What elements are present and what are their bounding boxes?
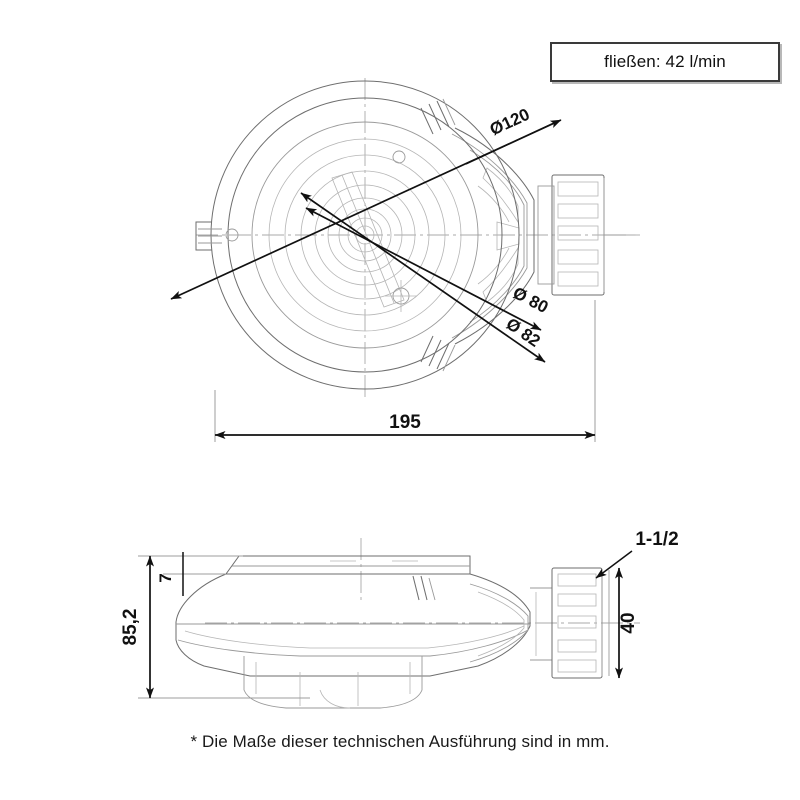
fixing-hole-upper (392, 150, 406, 164)
thread-nut-side (551, 567, 610, 679)
dimension-dia82: Ø 82 (300, 192, 546, 363)
rim-slots-lower (420, 335, 456, 372)
rim-slots-upper (420, 98, 456, 135)
dimension-label-height7: 7 (156, 573, 175, 582)
dimension-label-dia40: 40 (618, 612, 639, 633)
top-view-geometry (195, 78, 640, 400)
dimension-height7: 7 (156, 552, 243, 596)
dimension-height85: 85,2 (120, 555, 310, 699)
trap-body-side (175, 573, 552, 709)
units-footnote: * Die Maße dieser technischen Ausführung… (190, 732, 610, 751)
dimension-label-length195: 195 (389, 412, 421, 433)
flow-rate-callout: fließen: 42 l/min (550, 42, 780, 82)
dimension-label-dia82: Ø 82 (503, 314, 544, 351)
dimension-label-height85: 85,2 (120, 609, 141, 646)
outlet-funnel (451, 127, 535, 345)
thread-nut-top (537, 174, 626, 296)
dimension-length195: 195 (214, 300, 596, 442)
side-view-geometry (175, 538, 640, 709)
dimension-thread-size: 1-1/2 (595, 529, 679, 579)
dimension-label-dia80: Ø 80 (510, 283, 551, 317)
left-notch (195, 221, 222, 251)
dimension-dia40: 40 (615, 567, 639, 679)
dimension-label-dia120: Ø120 (487, 105, 533, 140)
top-flange (225, 555, 471, 575)
flow-rate-label: fließen: 42 l/min (604, 52, 726, 71)
dimension-label-thread-size: 1-1/2 (635, 529, 678, 550)
fixing-hole-lower (385, 280, 417, 312)
